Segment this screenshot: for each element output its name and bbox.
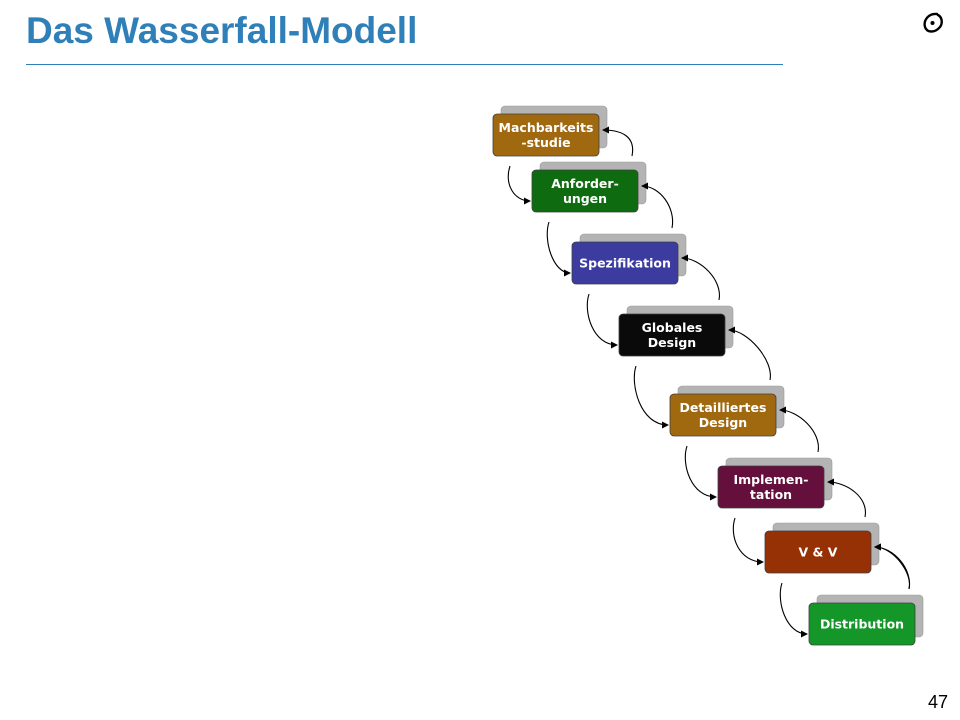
step-label: Implemen-tation [734, 472, 809, 502]
feedback-arrow [641, 182, 674, 229]
forward-arrow [633, 365, 669, 429]
forward-arrow [684, 445, 717, 501]
flow-arrows [507, 126, 911, 638]
step-label: Distribution [820, 617, 904, 632]
step-label: V & V [799, 545, 838, 560]
title-underline [26, 64, 783, 65]
forward-arrow [507, 165, 531, 205]
step-box [618, 313, 726, 357]
step-box [717, 465, 825, 509]
step-label-line: Machbarkeits [499, 120, 594, 135]
eth-logo-icon [923, 12, 943, 33]
feedback-arrow [779, 406, 819, 453]
step-label-line: Implemen- [734, 472, 809, 487]
feedback-arrow [827, 478, 866, 518]
step-label-line: V & V [799, 545, 838, 560]
step-label: Machbarkeits-studie [499, 120, 594, 150]
feedback-arrow [681, 254, 720, 301]
step-box [531, 169, 639, 213]
forward-arrow [546, 221, 571, 277]
step-label: Spezifikation [579, 256, 671, 271]
feedback-arrow [728, 326, 771, 381]
step-boxes: Machbarkeits-studieAnforder-ungenSpezifi… [492, 113, 916, 646]
page-title: Das Wasserfall-Modell [26, 10, 418, 51]
step-box [669, 393, 777, 437]
forward-arrow [732, 517, 764, 566]
step-box [492, 113, 600, 157]
step-label-line: Globales [642, 320, 703, 335]
step-box [808, 602, 916, 646]
step-label-line: Design [699, 415, 747, 430]
feedback-arrow [602, 126, 634, 157]
forward-arrow [779, 582, 808, 638]
step-label-line: tation [750, 487, 792, 502]
step-box [571, 241, 679, 285]
step-label: Anforder-ungen [551, 176, 619, 206]
step-label-line: Detailliertes [680, 400, 767, 415]
step-label-line: -studie [521, 135, 570, 150]
step-label-line: Design [648, 335, 696, 350]
step-label-line: ungen [563, 191, 607, 206]
step-label-line: Distribution [820, 617, 904, 632]
feedback-arrow [874, 543, 911, 590]
step-label-line: Anforder- [551, 176, 619, 191]
step-box [764, 530, 872, 574]
step-label-line: Spezifikation [579, 256, 671, 271]
page-number: 47 [927, 692, 948, 712]
forward-arrow [586, 293, 618, 349]
